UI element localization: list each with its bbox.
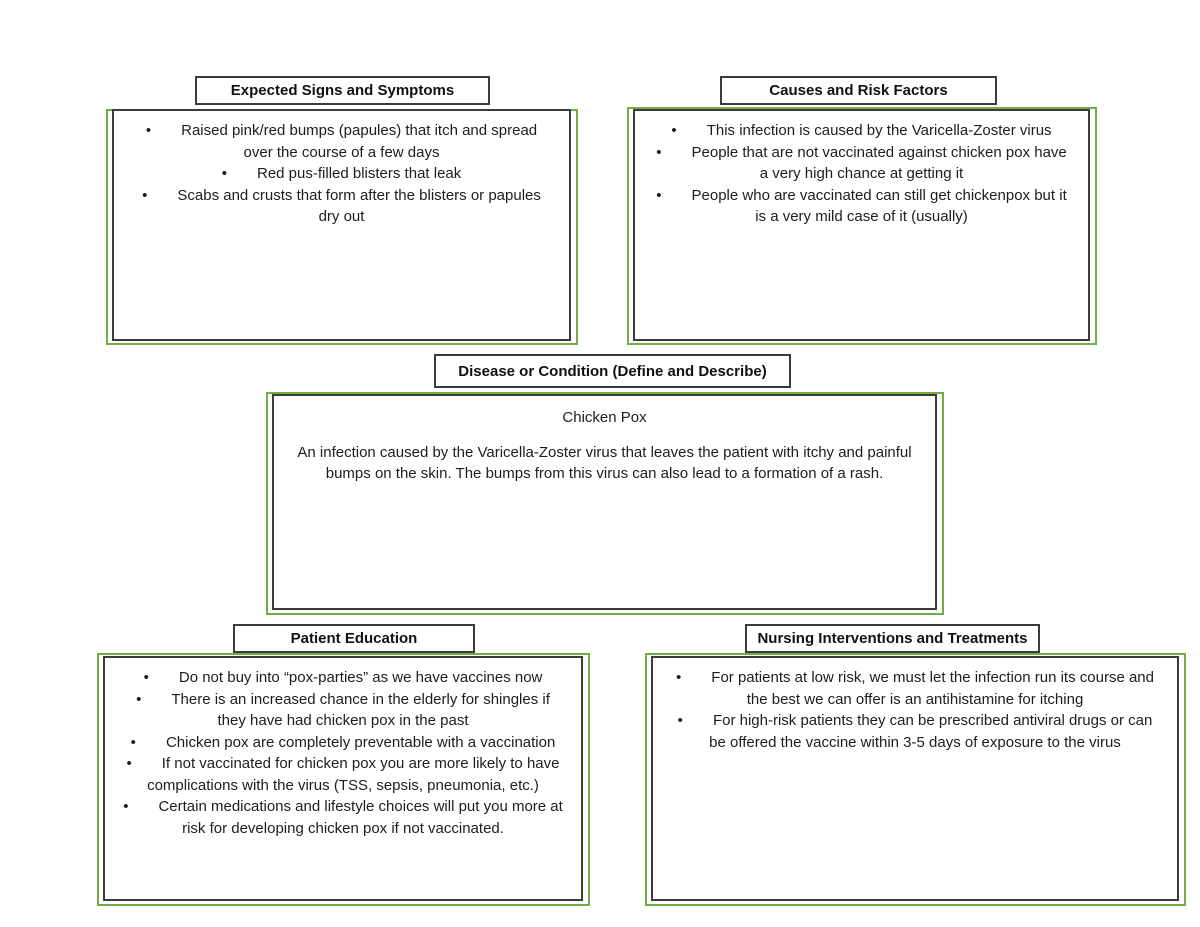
bullet-item: Raised pink/red bumps (papules) that itc… [130, 120, 553, 163]
section-nursing-interventions: For patients at low risk, we must let th… [645, 624, 1186, 906]
section-patient-education: Do not buy into “pox-parties” as we have… [97, 624, 590, 906]
green-frame [645, 653, 1186, 906]
bullet-list: Raised pink/red bumps (papules) that itc… [114, 111, 569, 228]
section-title: Causes and Risk Factors [720, 76, 997, 105]
bullet-item: If not vaccinated for chicken pox you ar… [121, 753, 565, 796]
disease-description: An infection caused by the Varicella-Zos… [297, 443, 912, 483]
content-frame: Raised pink/red bumps (papules) that itc… [112, 109, 571, 341]
green-frame [627, 107, 1097, 345]
content-frame: Do not buy into “pox-parties” as we have… [103, 656, 583, 901]
bullet-item: Red pus-filled blisters that leak [130, 163, 553, 185]
bullet-item: This infection is caused by the Varicell… [651, 120, 1072, 142]
bullet-list: Do not buy into “pox-parties” as we have… [105, 658, 581, 839]
bullet-item: Scabs and crusts that form after the bli… [130, 185, 553, 228]
section-title: Expected Signs and Symptoms [195, 76, 490, 105]
content-frame: Chicken Pox An infection caused by the V… [272, 394, 937, 610]
disease-name: Chicken Pox [562, 409, 647, 426]
bullet-item: Chicken pox are completely preventable w… [121, 732, 565, 754]
bullet-item: There is an increased chance in the elde… [121, 689, 565, 732]
section-signs-symptoms: Raised pink/red bumps (papules) that itc… [106, 76, 578, 345]
green-frame [266, 392, 944, 615]
content-frame: For patients at low risk, we must let th… [651, 656, 1179, 901]
section-title: Disease or Condition (Define and Describ… [434, 354, 791, 388]
section-disease-condition: Chicken Pox An infection caused by the V… [266, 354, 944, 615]
bullet-item: People that are not vaccinated against c… [651, 142, 1072, 185]
bullet-list: This infection is caused by the Varicell… [635, 111, 1088, 228]
section-title: Nursing Interventions and Treatments [745, 624, 1040, 653]
section-title: Patient Education [233, 624, 475, 653]
bullet-list: For patients at low risk, we must let th… [653, 658, 1177, 753]
bullet-item: For high-risk patients they can be presc… [669, 710, 1161, 753]
bullet-item: For patients at low risk, we must let th… [669, 667, 1161, 710]
bullet-item: Certain medications and lifestyle choice… [121, 796, 565, 839]
content-frame: This infection is caused by the Varicell… [633, 109, 1090, 341]
bullet-item: People who are vaccinated can still get … [651, 185, 1072, 228]
section-causes-risk-factors: This infection is caused by the Varicell… [627, 76, 1097, 345]
green-frame [97, 653, 590, 906]
bullet-item: Do not buy into “pox-parties” as we have… [121, 667, 565, 689]
